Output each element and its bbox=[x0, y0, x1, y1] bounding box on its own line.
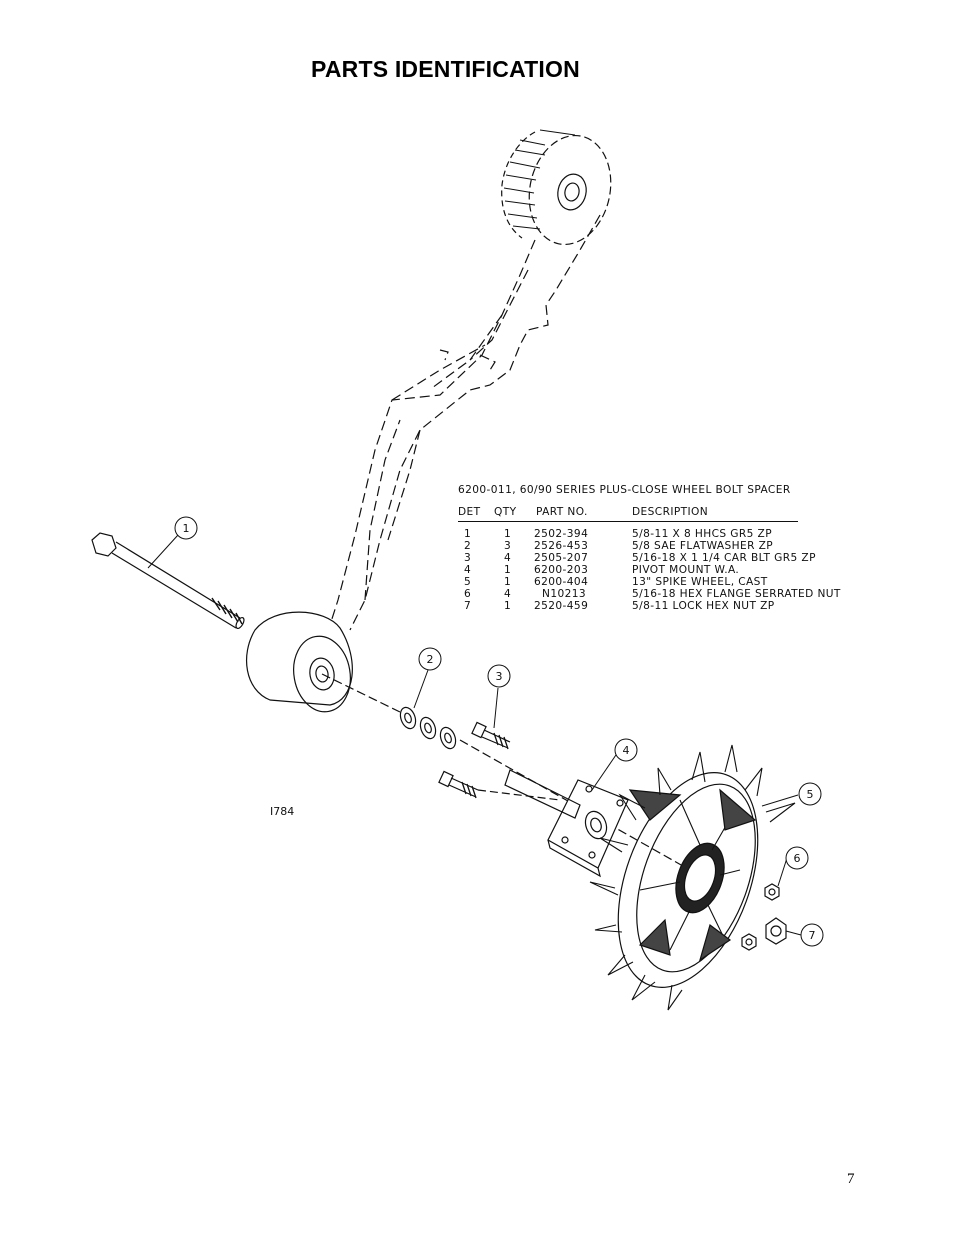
hex-nuts bbox=[741, 883, 787, 951]
det-cell: 1 bbox=[464, 528, 472, 540]
description-cell: 13" SPIKE WHEEL, CAST bbox=[632, 576, 768, 588]
callout-3: 3 bbox=[487, 664, 511, 688]
callout-6: 6 bbox=[785, 846, 809, 870]
hex-bolt bbox=[91, 532, 245, 630]
qty-cell: 1 bbox=[504, 600, 512, 612]
det-cell: 2 bbox=[464, 540, 472, 552]
figure-id: I784 bbox=[270, 805, 295, 818]
lower-arm-drum bbox=[246, 611, 353, 713]
callout-2: 2 bbox=[418, 647, 442, 671]
header-description: DESCRIPTION bbox=[632, 506, 709, 518]
qty-cell: 1 bbox=[504, 564, 512, 576]
parts-table-title: 6200-011, 60/90 SERIES PLUS-CLOSE WHEEL … bbox=[458, 484, 791, 496]
svg-text:4: 4 bbox=[623, 744, 630, 757]
page-number: 7 bbox=[847, 1171, 855, 1187]
upper-arm-drum bbox=[501, 129, 612, 246]
part-no-cell: 2502-394 bbox=[534, 528, 589, 540]
svg-text:5: 5 bbox=[807, 788, 814, 801]
description-cell: 5/16-18 X 1 1/4 CAR BLT GR5 ZP bbox=[632, 552, 816, 564]
description-cell: PIVOT MOUNT W.A. bbox=[632, 564, 740, 576]
det-cell: 7 bbox=[464, 600, 472, 612]
part-no-cell: 2505-207 bbox=[534, 552, 589, 564]
pivot-mount bbox=[504, 769, 629, 878]
page-title: PARTS IDENTIFICATION bbox=[311, 56, 580, 82]
det-cell: 3 bbox=[464, 552, 472, 564]
part-no-cell: 2526-453 bbox=[534, 540, 589, 552]
part-no-cell: 6200-203 bbox=[534, 564, 589, 576]
qty-cell: 3 bbox=[504, 540, 512, 552]
header-det: DET bbox=[458, 506, 481, 518]
callout-4: 4 bbox=[614, 738, 638, 762]
flat-washers bbox=[399, 706, 457, 750]
svg-text:3: 3 bbox=[496, 670, 503, 683]
det-cell: 4 bbox=[464, 564, 472, 576]
part-no-cell: 6200-404 bbox=[534, 576, 589, 588]
callout-7: 7 bbox=[800, 923, 824, 947]
svg-text:2: 2 bbox=[427, 653, 434, 666]
svg-text:6: 6 bbox=[794, 852, 801, 865]
callout-leaders bbox=[147, 534, 802, 936]
qty-cell: 1 bbox=[504, 576, 512, 588]
svg-text:1: 1 bbox=[183, 522, 190, 535]
header-qty: QTY bbox=[494, 506, 517, 518]
wheel-arm bbox=[329, 214, 601, 631]
description-cell: 5/8-11 X 8 HHCS GR5 ZP bbox=[632, 528, 772, 540]
description-cell: 5/8-11 LOCK HEX NUT ZP bbox=[632, 600, 775, 612]
callout-balloons: 1 2 3 4 5 6 7 bbox=[174, 516, 824, 947]
spike-wheel bbox=[589, 744, 796, 1011]
det-cell: 6 bbox=[464, 588, 472, 600]
qty-cell: 1 bbox=[504, 528, 512, 540]
description-cell: 5/8 SAE FLATWASHER ZP bbox=[632, 540, 774, 552]
part-no-cell: N10213 bbox=[542, 588, 587, 600]
callout-1: 1 bbox=[174, 516, 198, 540]
callout-5: 5 bbox=[798, 782, 822, 806]
part-no-cell: 2520-459 bbox=[534, 600, 589, 612]
qty-cell: 4 bbox=[504, 552, 512, 564]
header-rule bbox=[458, 521, 798, 522]
svg-text:7: 7 bbox=[809, 929, 816, 942]
carriage-bolts bbox=[438, 721, 561, 801]
assembly-centerline bbox=[321, 673, 691, 871]
header-part-no: PART NO. bbox=[536, 506, 588, 518]
qty-cell: 4 bbox=[504, 588, 512, 600]
det-cell: 5 bbox=[464, 576, 472, 588]
description-cell: 5/16-18 HEX FLANGE SERRATED NUT bbox=[632, 588, 841, 600]
